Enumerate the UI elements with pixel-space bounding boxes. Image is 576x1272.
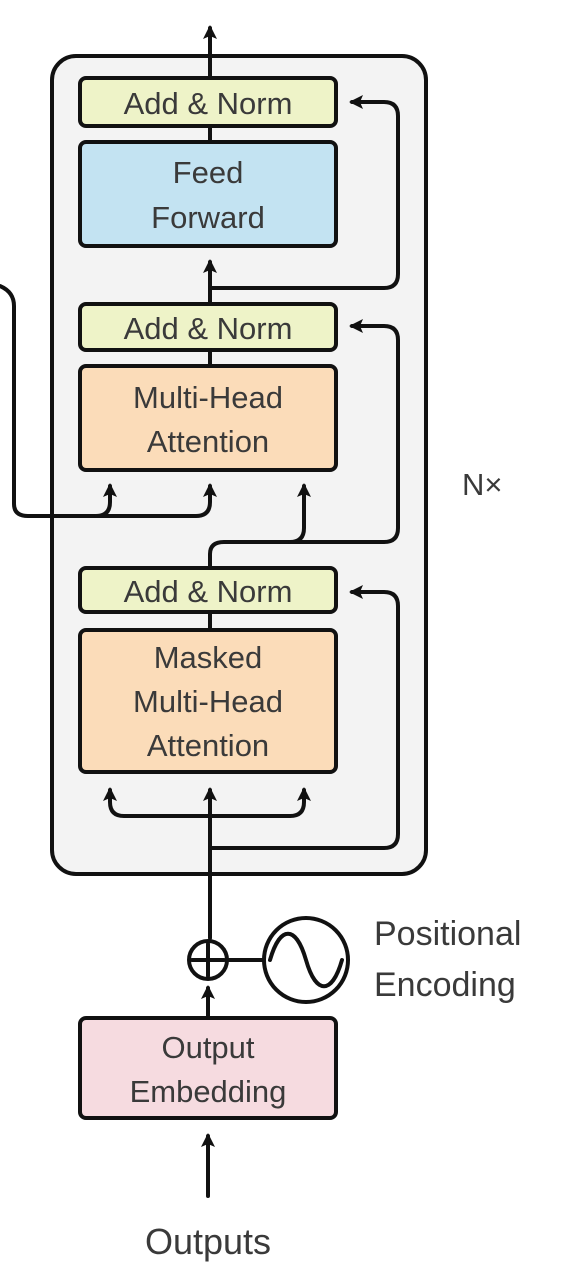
output-embedding-label-1: Output [161, 1030, 254, 1065]
feed-forward-box [78, 140, 338, 248]
multi-head-attention-label-2: Attention [147, 424, 269, 459]
feed-forward-label-2: Forward [151, 200, 265, 235]
add-norm-bottom-label: Add & Norm [124, 574, 293, 609]
positional-encoding-label-1: Positional [374, 915, 521, 953]
output-embedding-label-2: Embedding [130, 1074, 287, 1109]
output-embedding-box [78, 1016, 338, 1120]
positional-encoding-label-2: Encoding [374, 966, 516, 1004]
repeat-count-label: N× [462, 467, 503, 502]
add-norm-top-label: Add & Norm [124, 86, 293, 121]
multi-head-attention-box [78, 364, 338, 472]
masked-attention-label-1: Masked [154, 640, 263, 675]
masked-attention-box [78, 628, 338, 774]
feed-forward-label-1: Feed [173, 155, 244, 190]
add-norm-mid-label: Add & Norm [124, 311, 293, 346]
masked-attention-label-2: Multi-Head [133, 684, 283, 719]
multi-head-attention-label-1: Multi-Head [133, 380, 283, 415]
masked-attention-label-3: Attention [147, 728, 269, 763]
outputs-label: Outputs [145, 1221, 271, 1262]
